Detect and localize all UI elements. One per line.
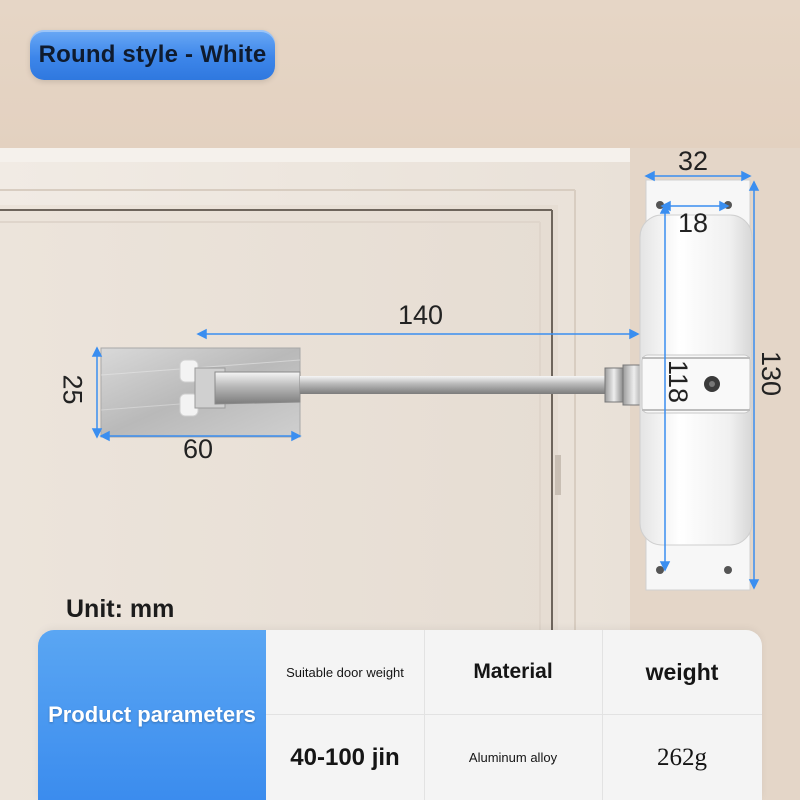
table-divider	[266, 714, 762, 715]
dimension-hole-spacing: 18	[678, 208, 709, 238]
params-heading: Product parameters	[38, 630, 266, 800]
product-parameters-table: Product parameters Suitable door weight …	[38, 630, 762, 800]
param-value-material: Aluminum alloy	[468, 750, 558, 765]
param-label-material: Material	[473, 660, 553, 683]
dimension-body-length: 118	[663, 359, 694, 404]
unit-label: Unit: mm	[66, 595, 175, 623]
dimension-bracket-height: 25	[57, 374, 88, 405]
dimension-arm-length: 140	[398, 300, 444, 330]
dimension-closer-width: 32	[678, 146, 709, 176]
table-divider	[424, 630, 425, 800]
param-label-door-weight: Suitable door weight	[286, 664, 404, 680]
style-badge: Round style - White	[30, 30, 275, 80]
param-value-door-weight: 40-100 jin	[290, 743, 400, 771]
table-divider	[602, 630, 603, 800]
param-label-weight: weight	[645, 658, 719, 685]
dimension-lines	[91, 170, 760, 590]
dimension-bracket-width: 60	[183, 434, 214, 464]
dimension-total-length: 130	[756, 350, 787, 397]
param-value-weight: 262g	[657, 743, 707, 771]
